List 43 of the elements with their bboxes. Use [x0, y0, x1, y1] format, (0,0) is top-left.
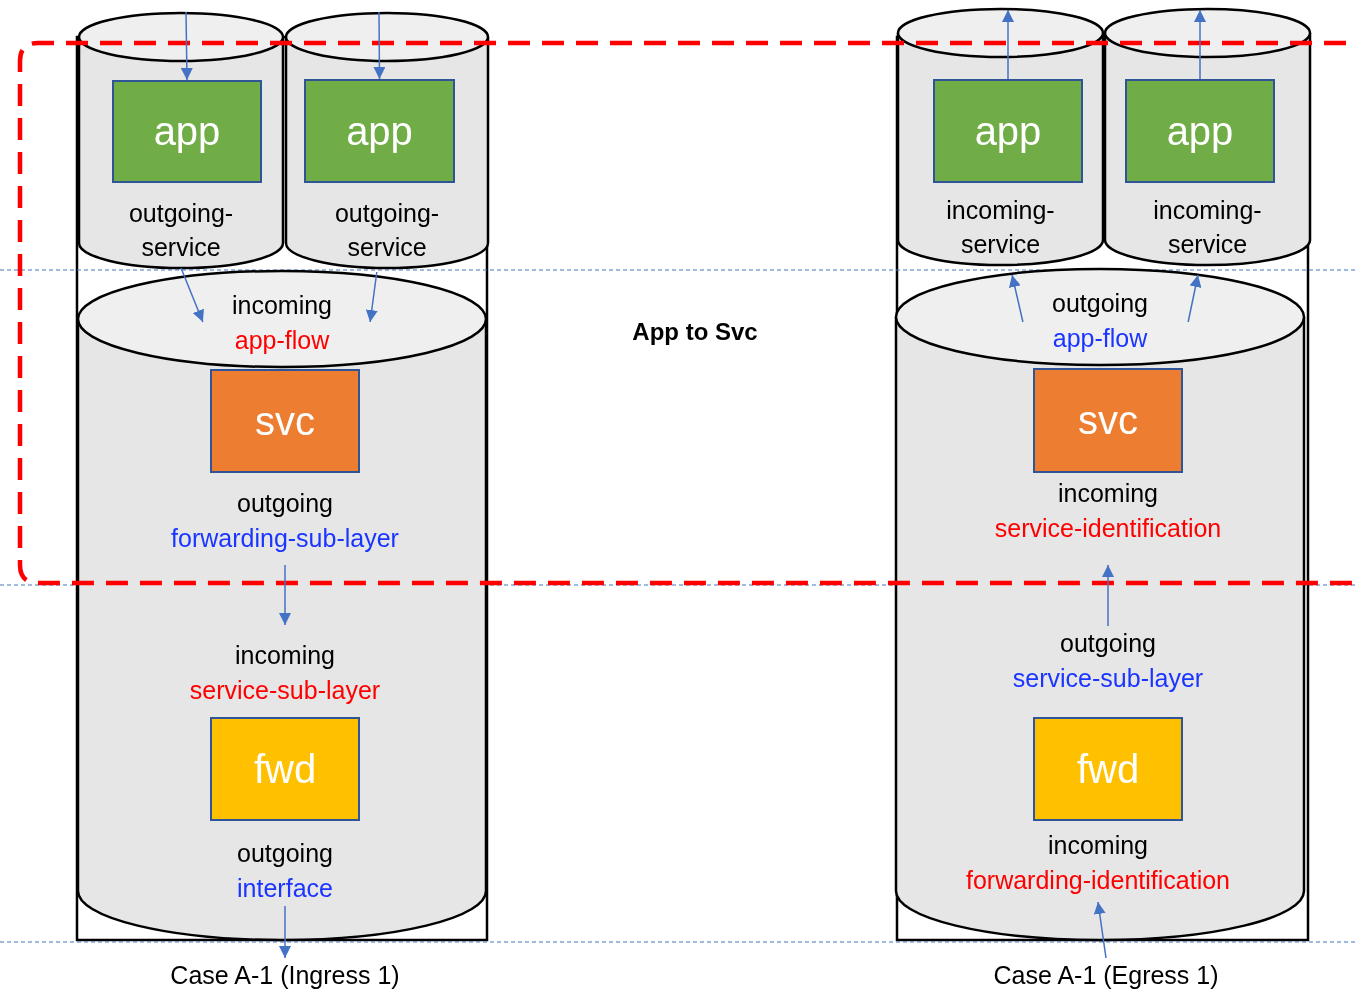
process-box: app [1125, 79, 1275, 183]
process-box: fwd [1033, 717, 1183, 821]
arrow [279, 905, 291, 959]
process-box: app [933, 79, 1083, 183]
layer-label: incoming [233, 640, 337, 671]
cylinder-label: outgoing-service [333, 198, 441, 263]
cylinder-label: app-flow [1051, 323, 1149, 354]
arrow [1093, 901, 1107, 959]
process-box: svc [210, 369, 360, 473]
region-title: App to Svc [631, 317, 759, 347]
process-box: app [304, 79, 455, 183]
cylinder-label: outgoing [1051, 288, 1149, 319]
arrow [1194, 9, 1206, 80]
layer-label: outgoing [236, 488, 334, 519]
cylinder-label: incoming-service [945, 195, 1056, 260]
arrow [1187, 274, 1202, 323]
case-label: Case A-1 (Ingress 1) [169, 960, 401, 991]
process-box: fwd [210, 717, 360, 821]
arrow [1002, 9, 1014, 80]
layer-label: service-identification [993, 513, 1223, 544]
layer-label: outgoing [236, 838, 334, 869]
layer-label: forwarding-identification [965, 865, 1231, 896]
layer-label: interface [236, 873, 334, 904]
layer-label: service-sub-layer [1011, 663, 1205, 694]
arrow [180, 11, 193, 81]
cylinder-label: app-flow [233, 325, 331, 356]
arrow [1008, 274, 1024, 323]
arrow [373, 11, 386, 80]
layer-label: incoming [1056, 478, 1160, 509]
process-box: svc [1033, 368, 1183, 473]
cylinder-label: incoming-service [1152, 195, 1263, 260]
arrow [1102, 564, 1114, 627]
arrow [279, 564, 291, 626]
cylinder-label: incoming [230, 290, 334, 321]
process-box: app [112, 80, 262, 183]
layer-label: forwarding-sub-layer [170, 523, 400, 554]
layer-label: outgoing [1059, 628, 1157, 659]
case-label: Case A-1 (Egress 1) [992, 960, 1220, 991]
layer-label: service-sub-layer [188, 675, 382, 706]
layer-label: incoming [1046, 830, 1150, 861]
arrow [365, 271, 378, 323]
cylinder-label: outgoing-service [127, 198, 235, 263]
arrow [180, 267, 204, 323]
